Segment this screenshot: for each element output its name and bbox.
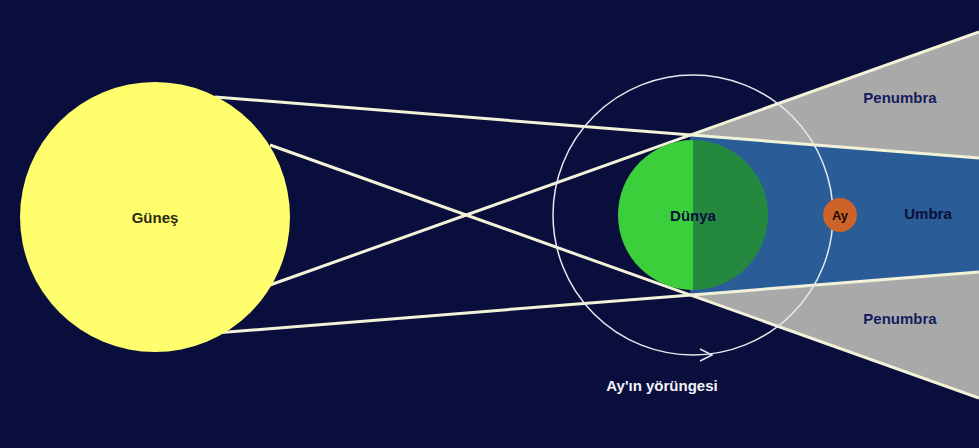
region-label: Umbra (904, 205, 952, 222)
node-name: Güneş (132, 209, 179, 226)
ray-line (215, 97, 979, 158)
node-name: Ay (832, 208, 848, 223)
region-label: Penumbra (863, 310, 936, 327)
sun-circle: Güneş (20, 82, 290, 352)
region-label: Penumbra (863, 89, 936, 106)
orbit-arrow (700, 349, 712, 361)
earth-circle: Dünya (618, 140, 768, 290)
light-rays (215, 32, 979, 398)
node-name: Dünya (670, 207, 716, 224)
orbit-label: Ay'ın yörüngesi (606, 377, 717, 394)
moon-orbit (553, 75, 833, 355)
ray-line (215, 272, 979, 333)
moon-circle: Ay (823, 198, 857, 232)
